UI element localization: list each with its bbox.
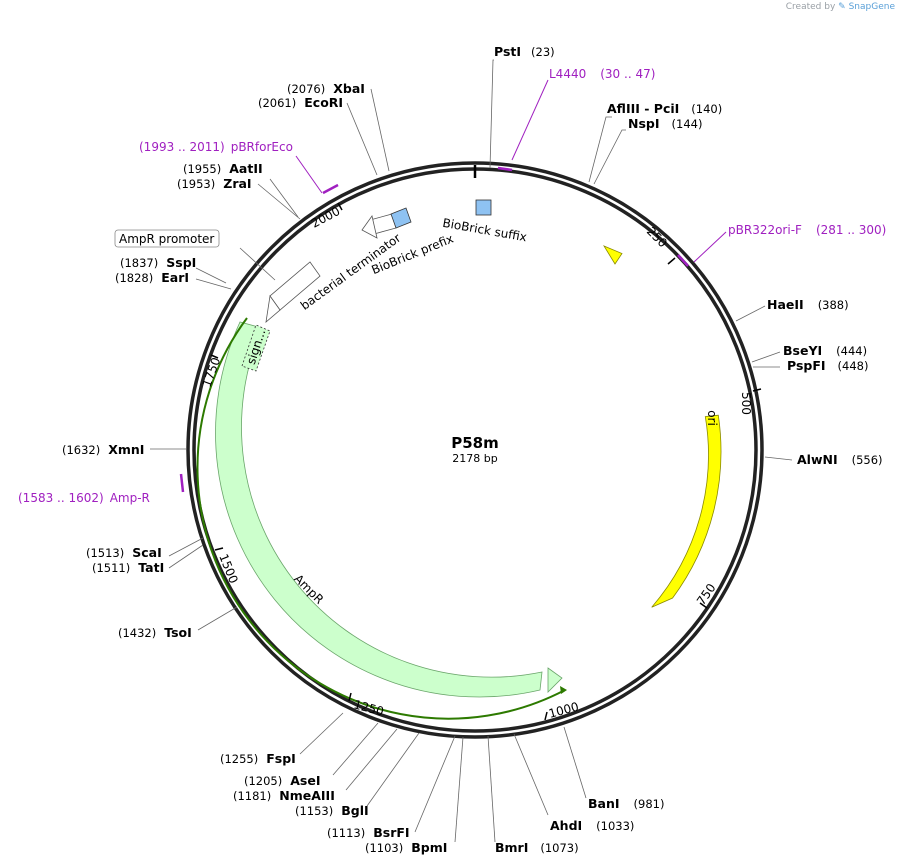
site-scai[interactable]: (1513)ScaI [86,545,162,560]
primer-ampr[interactable]: (1583 .. 1602)Amp-R [18,491,150,505]
plasmid-length: 2178 bp [452,452,497,465]
site-xbai[interactable]: (2076)XbaI [287,81,365,96]
site-aatii[interactable]: (1955)AatII [183,161,263,176]
site-nmeaiii[interactable]: (1181)NmeAIII [233,788,335,803]
leader-lines [150,59,793,843]
site-sspi[interactable]: (1837)SspI [120,255,196,270]
tick-2000: 2000 [309,204,343,231]
ori-feature[interactable]: ori [603,245,722,608]
snapgene-logo-icon: ✎ [838,2,846,12]
restriction-sites: PstI(23) AflIII - PciI(140) NspI(144) Ha… [62,44,883,855]
site-fspi[interactable]: (1255)FspI [220,751,296,766]
site-xmni[interactable]: (1632)XmnI [62,442,144,457]
primer-marks [179,166,689,493]
site-bani[interactable]: BanI(981) [588,796,664,811]
ampr-promoter-label: AmpR promoter [119,232,214,246]
site-psti[interactable]: PstI(23) [494,44,555,59]
site-zrai[interactable]: (1953)ZraI [177,176,252,191]
site-haeii[interactable]: HaeII(388) [767,297,849,312]
site-nspi[interactable]: NspI(144) [628,116,702,131]
biobrick-suffix-feature[interactable]: BioBrick suffix [441,199,528,245]
site-bmri[interactable]: BmrI(1073) [495,840,579,855]
primer-pbrforeco[interactable]: (1993 .. 2011)pBRforEco [139,140,293,154]
site-ecori[interactable]: (2061)EcoRI [258,95,343,110]
primer-pbr322ori[interactable]: pBR322ori-F(281 .. 300) [728,223,886,237]
primer-l4440[interactable]: L4440(30 .. 47) [549,67,655,81]
site-bseyi[interactable]: BseYI(444) [783,343,867,358]
site-bsrfi[interactable]: (1113)BsrFI [327,825,410,840]
biobrick-suffix-label: BioBrick suffix [441,216,527,245]
primer-labels: L4440(30 .. 47) pBR322ori-F(281 .. 300) … [18,67,886,505]
ampr-feature[interactable]: AmpR [196,317,567,720]
ampr-promoter-feature[interactable] [265,261,321,324]
site-alwni[interactable]: AlwNI(556) [797,452,883,467]
site-ahdi[interactable]: AhdI(1033) [550,818,634,833]
tick-500: 500 [739,392,753,415]
site-asei[interactable]: (1205)AseI [244,773,321,788]
ampr-promoter-label-box: AmpR promoter [114,229,220,248]
site-tsoi[interactable]: (1432)TsoI [118,625,192,640]
site-bgli[interactable]: (1153)BglI [295,803,369,818]
plasmid-name: P58m [451,434,499,452]
site-eari[interactable]: (1828)EarI [115,270,189,285]
site-pspfi[interactable]: PspFI(448) [787,358,868,373]
site-afliii[interactable]: AflIII - PciI(140) [607,101,722,116]
site-bpmi[interactable]: (1103)BpmI [365,840,447,855]
site-tati[interactable]: (1511)TatI [92,560,164,575]
snapgene-watermark: Created by ✎ SnapGene [785,2,895,12]
ori-label: ori [705,410,719,426]
